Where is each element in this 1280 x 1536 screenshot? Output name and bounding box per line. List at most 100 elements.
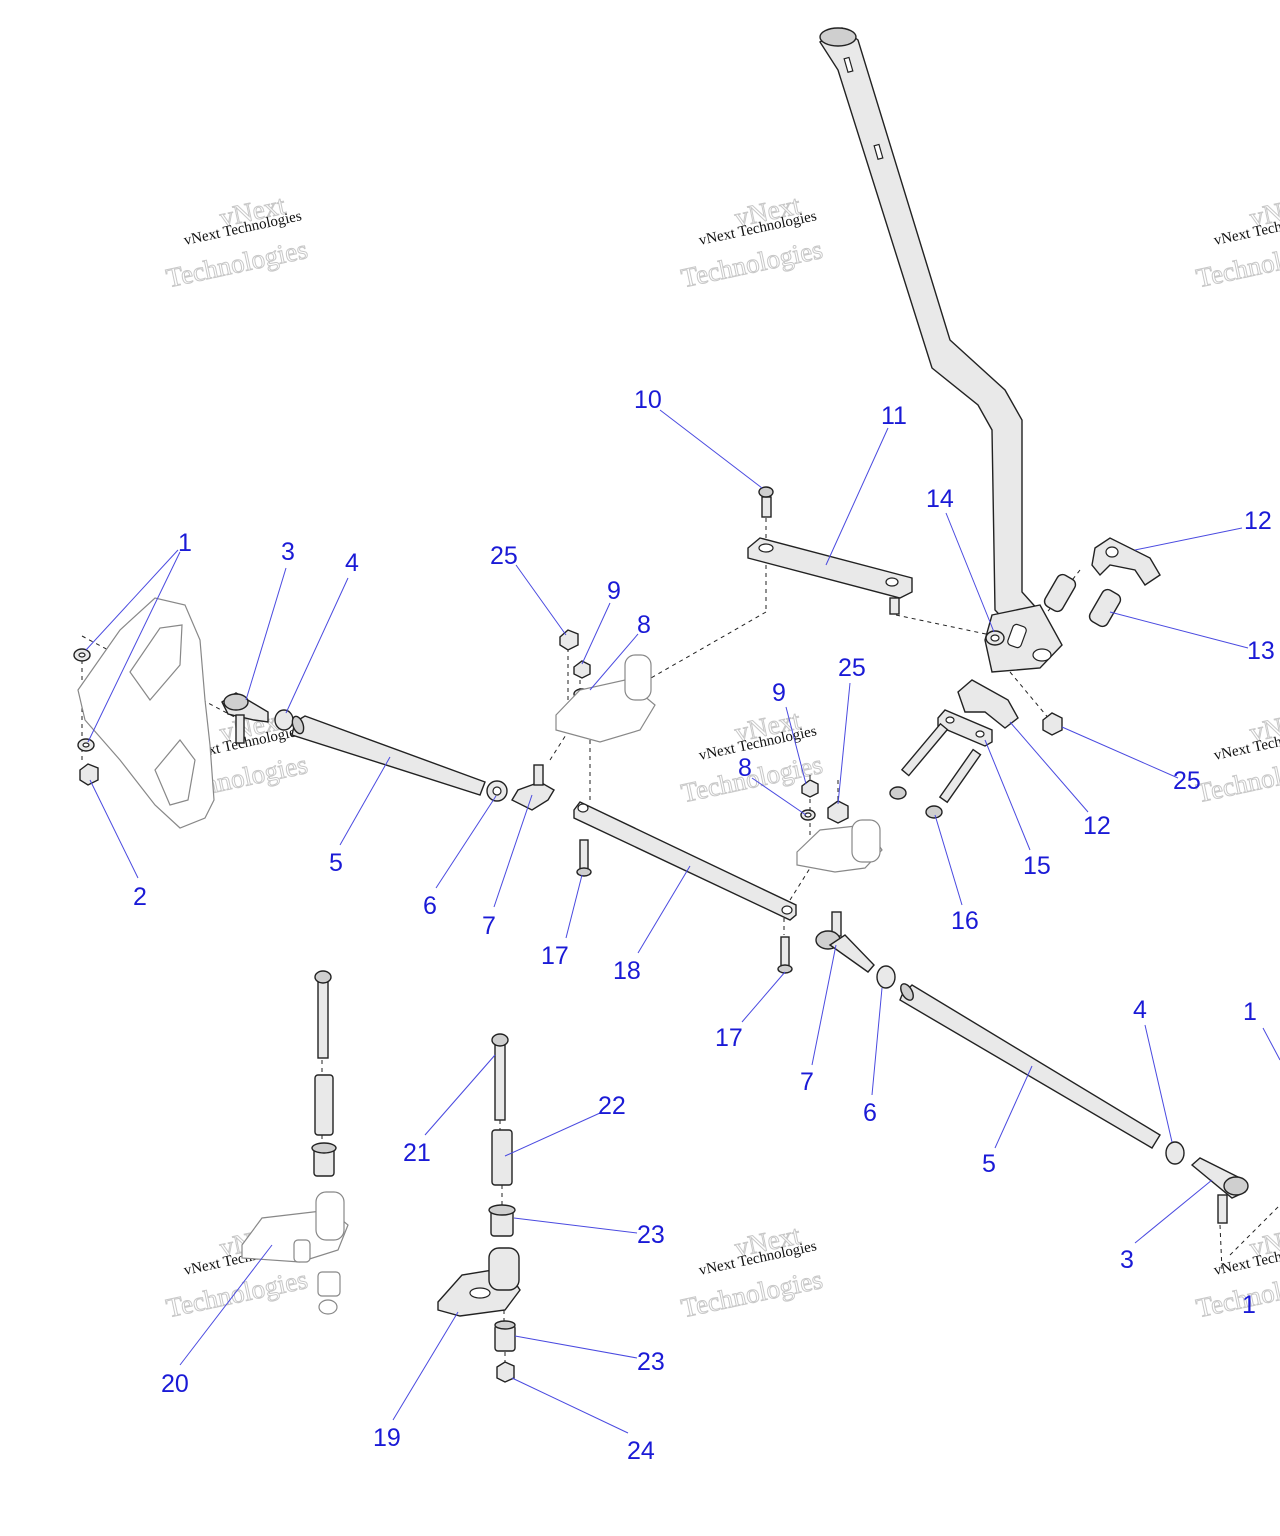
leader-line	[1009, 721, 1089, 813]
frame-bracket	[77, 597, 215, 829]
idler-arm-19	[437, 1247, 521, 1317]
steering-column-slot	[873, 143, 884, 161]
bolt-16-shank	[938, 748, 982, 804]
frame-bracket-outline	[77, 597, 215, 829]
callout-14: 14	[926, 485, 954, 513]
bolt-17-head	[777, 964, 793, 974]
callout-4: 4	[1133, 996, 1147, 1024]
pivot-bracket-boss	[851, 819, 881, 863]
callout-6: 6	[423, 892, 437, 920]
leader-line	[85, 549, 179, 651]
leader-line	[511, 1377, 629, 1434]
clamp-upper-hole	[1105, 546, 1119, 558]
leader-line	[285, 577, 349, 714]
callout-11: 11	[881, 402, 907, 430]
bolt-21-shank	[317, 981, 329, 1059]
washer-1-hole	[82, 742, 90, 748]
bolt-10-shank	[761, 496, 772, 518]
leader-line	[837, 682, 851, 805]
leader-line	[514, 1335, 638, 1359]
callout-24: 24	[627, 1437, 655, 1465]
bolt-17-shank	[780, 936, 790, 968]
bolt-17	[576, 839, 592, 877]
washer-9	[573, 660, 591, 679]
bushing-23-flange	[488, 1204, 516, 1216]
bushing-23	[488, 1204, 516, 1237]
bolt-16-head	[889, 786, 907, 800]
callout-25: 25	[490, 542, 518, 570]
nut-24	[496, 1361, 515, 1383]
callout-22: 22	[598, 1092, 626, 1120]
callout-5: 5	[982, 1150, 996, 1178]
leader-line	[339, 756, 391, 846]
callout-1: 1	[1242, 1291, 1256, 1319]
leader-line	[565, 874, 583, 939]
leader-line	[245, 567, 287, 701]
leader-line	[1061, 726, 1179, 779]
tie-rod-5-end	[291, 715, 305, 735]
jam-nut-6-hole	[492, 786, 502, 796]
leader-line	[504, 1112, 601, 1157]
callout-6: 6	[863, 1099, 877, 1127]
leader-line	[984, 739, 1031, 851]
callout-15: 15	[1023, 852, 1051, 880]
bushing-13	[1043, 573, 1077, 613]
leader-line	[1134, 527, 1243, 551]
tie-rod-end-body	[828, 934, 875, 973]
drag-link-18	[573, 801, 797, 921]
washer-8-hole	[804, 812, 812, 818]
assembly-line	[789, 864, 813, 901]
callout-25: 25	[838, 654, 866, 682]
callout-20: 20	[161, 1370, 189, 1398]
steering-column-shaft	[819, 27, 1042, 629]
pivot-bracket-boss	[624, 654, 652, 701]
bolt-21-shank	[494, 1044, 506, 1121]
callout-3: 3	[281, 538, 295, 566]
bushing-23	[311, 1142, 337, 1177]
clamp-upper-body	[1091, 537, 1161, 586]
idler-arm-post	[293, 1239, 311, 1263]
leader-line	[513, 1217, 638, 1234]
bolt-16	[925, 748, 982, 819]
callout-12: 12	[1083, 812, 1111, 840]
callout-13: 13	[1247, 637, 1275, 665]
bolt-21	[314, 970, 332, 1059]
leader-line	[741, 971, 786, 1023]
tie-rod-end-7	[815, 911, 875, 973]
callout-4: 4	[345, 549, 359, 577]
pitman-arm-hole	[885, 577, 899, 587]
callout-7: 7	[482, 912, 496, 940]
drag-link-hole	[781, 905, 793, 915]
nut-2	[79, 763, 99, 786]
assembly-line	[629, 611, 767, 691]
callout-17: 17	[541, 942, 569, 970]
tie-rod-end-body	[511, 781, 555, 811]
clamp-plate-hole	[945, 716, 955, 724]
washer-9	[801, 779, 819, 798]
frame-bracket-cutout	[154, 739, 196, 806]
spacer-22	[491, 1129, 513, 1186]
tie-rod-end-eye	[1223, 1176, 1249, 1196]
callout-9: 9	[772, 679, 786, 707]
clamp-plate-hole	[975, 730, 985, 738]
jam-nut-6	[876, 965, 896, 989]
bolt-16	[889, 722, 949, 800]
tie-rod-end-7	[511, 764, 555, 811]
jam-nut-4	[1165, 1141, 1185, 1165]
tie-rod-end-3	[1190, 1157, 1249, 1224]
leader-line	[825, 427, 889, 566]
bushing-13	[1088, 588, 1122, 628]
leader-line	[515, 564, 567, 636]
bolt-17	[777, 936, 793, 974]
bolt-21-head	[491, 1033, 509, 1047]
leader-line	[785, 706, 807, 785]
spacer-22	[314, 1074, 334, 1136]
callout-25: 25	[1173, 767, 1201, 795]
callout-18: 18	[613, 957, 641, 985]
pitman-arm-body	[747, 537, 913, 599]
idler-arm-boss	[488, 1247, 520, 1291]
leader-line	[589, 633, 639, 691]
callout-23: 23	[637, 1221, 665, 1249]
tie-rod-end-eye	[223, 693, 249, 711]
